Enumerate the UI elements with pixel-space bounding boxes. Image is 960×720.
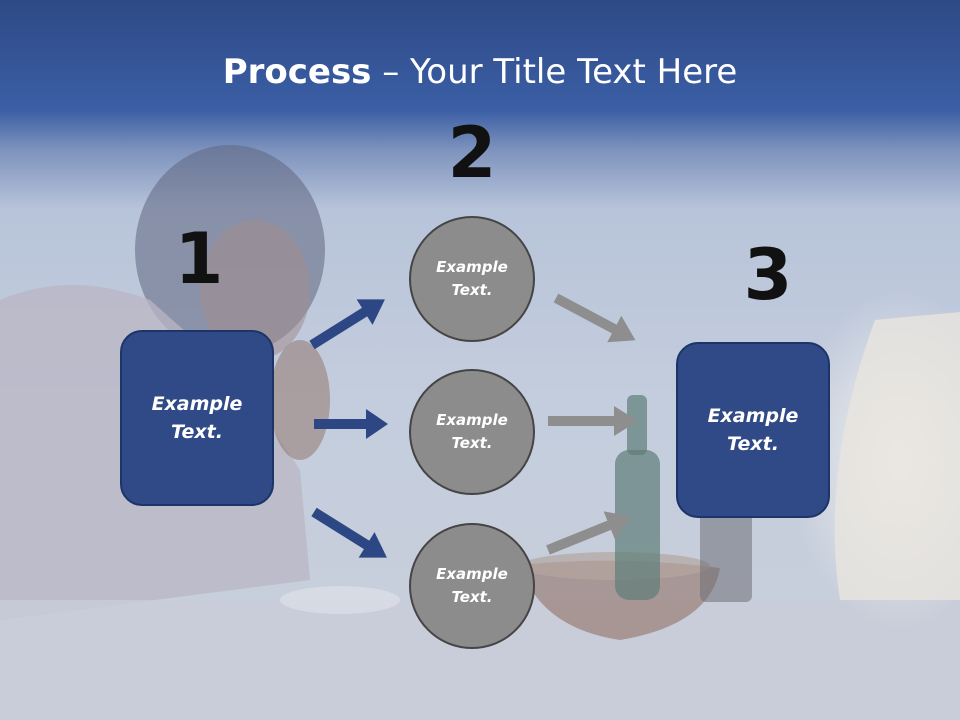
step-3-label: Example Text. — [707, 404, 799, 456]
step-number-2: 2 — [447, 112, 497, 194]
circle-bottom: Example Text. — [409, 523, 535, 649]
step-3-box: Example Text. — [676, 342, 830, 518]
step-number-3: 3 — [743, 234, 793, 316]
step-number-1: 1 — [174, 218, 224, 300]
arrow-from-bottom-circle — [546, 511, 632, 555]
circle-top: Example Text. — [409, 216, 535, 342]
circle-middle: Example Text. — [409, 369, 535, 495]
circle-top-label: Example Text. — [436, 257, 508, 299]
arrow-to-top-circle — [309, 299, 385, 350]
arrow-from-top-circle — [553, 293, 636, 343]
circle-bottom-label: Example Text. — [436, 564, 508, 606]
arrow-to-middle-circle — [314, 409, 388, 439]
step-1-label: Example Text. — [151, 392, 243, 444]
step-1-box: Example Text. — [120, 330, 274, 506]
arrow-from-middle-circle — [548, 406, 638, 436]
title-rest: – Your Title Text Here — [371, 52, 738, 92]
circle-middle-label: Example Text. — [436, 410, 508, 452]
slide-title: Process – Your Title Text Here — [0, 52, 960, 92]
title-bold: Process — [222, 52, 372, 92]
arrow-to-bottom-circle — [311, 507, 387, 558]
